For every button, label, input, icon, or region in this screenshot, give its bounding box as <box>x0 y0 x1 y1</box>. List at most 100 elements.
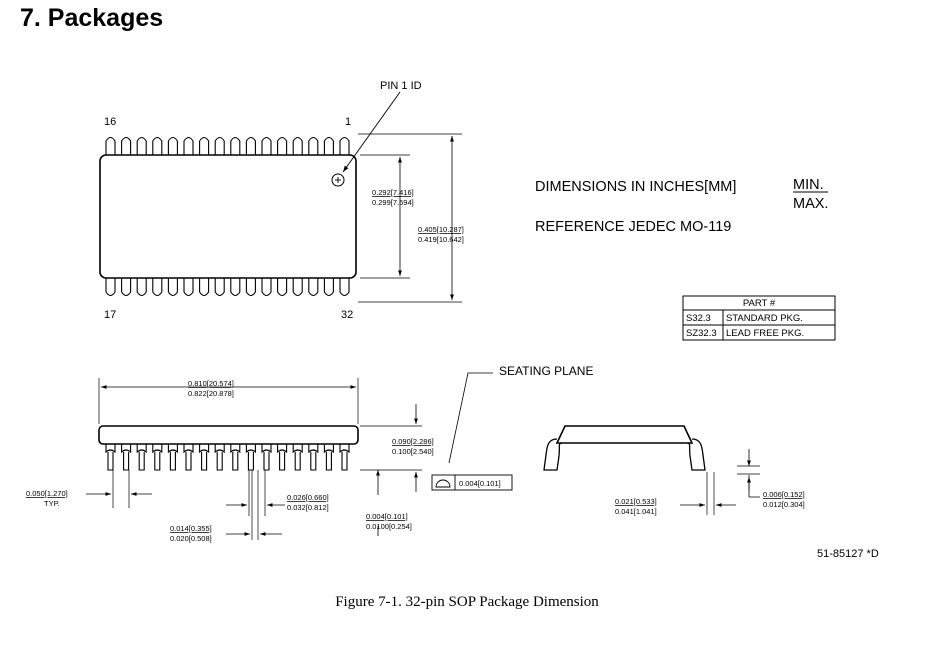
side-lead <box>167 444 178 471</box>
side-lead <box>261 444 272 471</box>
pitch-typ: TYP. <box>44 499 60 508</box>
bottom-lead <box>308 275 319 297</box>
top-lead <box>214 136 225 158</box>
coplanarity-value: 0.004[0.101] <box>459 479 501 488</box>
top-lead <box>245 136 256 158</box>
standoff-min: 0.004[0.101] <box>366 512 408 521</box>
pin-1-label: 1 <box>345 116 351 128</box>
side-lead <box>136 444 147 471</box>
part-number-table: PART # S32.3 STANDARD PKG. SZ32.3 LEAD F… <box>682 295 836 341</box>
top-lead <box>199 136 210 158</box>
seating-plane-label: SEATING PLANE <box>499 364 593 378</box>
top-view-bottom-leads <box>105 275 350 297</box>
pin-32-label: 32 <box>341 309 353 321</box>
top-view: PIN 1 ID 16 1 17 32 0.292[7.416] 0.299[7… <box>99 80 464 321</box>
overall-width-max: 0.419[10.642] <box>418 235 464 244</box>
side-lead <box>277 444 288 471</box>
bottom-lead <box>199 275 210 297</box>
top-lead <box>230 136 241 158</box>
end-view: 0.021[0.533] 0.041[1.041] 0.006[0.152] 0… <box>543 425 805 516</box>
bottom-lead <box>167 275 178 297</box>
pin-17-label: 17 <box>104 309 116 321</box>
height-max: 0.100[2.540] <box>392 447 434 456</box>
foot-length-max: 0.041[1.041] <box>615 507 657 516</box>
top-lead <box>261 136 272 158</box>
dimension-notes: DIMENSIONS IN INCHES[MM] MIN. MAX. REFER… <box>535 177 828 235</box>
top-lead <box>323 136 334 158</box>
pin1-id-label: PIN 1 ID <box>380 80 422 92</box>
bottom-lead <box>339 275 350 297</box>
side-lead <box>121 444 132 471</box>
top-lead <box>339 136 350 158</box>
side-lead <box>323 444 334 471</box>
side-lead <box>183 444 194 471</box>
lead-width-min: 0.014[0.355] <box>170 524 212 533</box>
lead-thickness-min: 0.006[0.152] <box>763 490 805 499</box>
coplanarity-frame <box>431 474 513 491</box>
height-min: 0.090[2.286] <box>392 437 434 446</box>
side-lead <box>308 444 319 471</box>
bottom-lead <box>292 275 303 297</box>
bottom-lead <box>183 275 194 297</box>
top-lead <box>152 136 163 158</box>
top-lead <box>105 136 116 158</box>
top-lead <box>167 136 178 158</box>
side-lead <box>292 444 303 471</box>
part-table-header: PART # <box>743 298 776 309</box>
bottom-lead <box>230 275 241 297</box>
top-lead <box>292 136 303 158</box>
part-desc-leadfree: LEAD FREE PKG. <box>726 328 804 339</box>
lead-thickness-max: 0.012[0.304] <box>763 500 805 509</box>
bottom-lead <box>245 275 256 297</box>
bottom-lead <box>214 275 225 297</box>
top-lead <box>136 136 147 158</box>
pin1-leader-line <box>342 91 401 173</box>
jedec-reference: REFERENCE JEDEC MO-119 <box>535 219 731 235</box>
side-view-leads <box>105 444 350 471</box>
top-view-package-body <box>99 154 357 279</box>
lead-width-max: 0.020[0.508] <box>170 534 212 543</box>
drawing-number: 51-85127 *D <box>817 548 879 560</box>
side-lead <box>339 444 350 471</box>
overall-width-min: 0.405[10.287] <box>418 225 464 234</box>
max-label: MAX. <box>793 196 828 212</box>
end-view-left-lead <box>543 438 563 471</box>
top-view-top-leads <box>105 136 350 158</box>
bottom-lead <box>261 275 272 297</box>
dimensions-units-note: DIMENSIONS IN INCHES[MM] <box>535 179 736 195</box>
end-view-package-body <box>555 425 694 444</box>
foot-length-min: 0.021[0.533] <box>615 497 657 506</box>
side-lead <box>199 444 210 471</box>
top-lead <box>277 136 288 158</box>
top-lead <box>183 136 194 158</box>
part-desc-standard: STANDARD PKG. <box>726 313 803 324</box>
side-view: 0.810[20.574] 0.822[20.878] SEATING PLAN… <box>26 364 593 543</box>
side-view-package-body <box>98 425 359 445</box>
figure-caption: Figure 7-1. 32-pin SOP Package Dimension <box>335 594 599 610</box>
pin1-marker <box>331 173 345 187</box>
part-code-standard: S32.3 <box>686 313 711 324</box>
lead-shoulder-max: 0.032[0.812] <box>287 503 329 512</box>
part-code-leadfree: SZ32.3 <box>686 328 717 339</box>
bottom-lead <box>105 275 116 297</box>
body-width-min: 0.292[7.416] <box>372 188 414 197</box>
seating-plane-leader <box>448 372 493 464</box>
bottom-lead <box>136 275 147 297</box>
section-title: 7. Packages <box>20 4 164 32</box>
side-lead <box>152 444 163 471</box>
bottom-lead <box>323 275 334 297</box>
end-view-right-lead <box>686 438 706 471</box>
side-lead <box>214 444 225 471</box>
standoff-max: 0.0100[0.254] <box>366 522 412 531</box>
top-lead <box>121 136 132 158</box>
length-max: 0.822[20.878] <box>188 389 234 398</box>
bottom-lead <box>121 275 132 297</box>
flatness-symbol-icon <box>435 479 451 488</box>
pitch-value: 0.050[1.270] <box>26 489 68 498</box>
side-lead <box>245 444 256 471</box>
side-lead <box>230 444 241 471</box>
side-lead <box>105 444 116 471</box>
length-min: 0.810[20.574] <box>188 379 234 388</box>
